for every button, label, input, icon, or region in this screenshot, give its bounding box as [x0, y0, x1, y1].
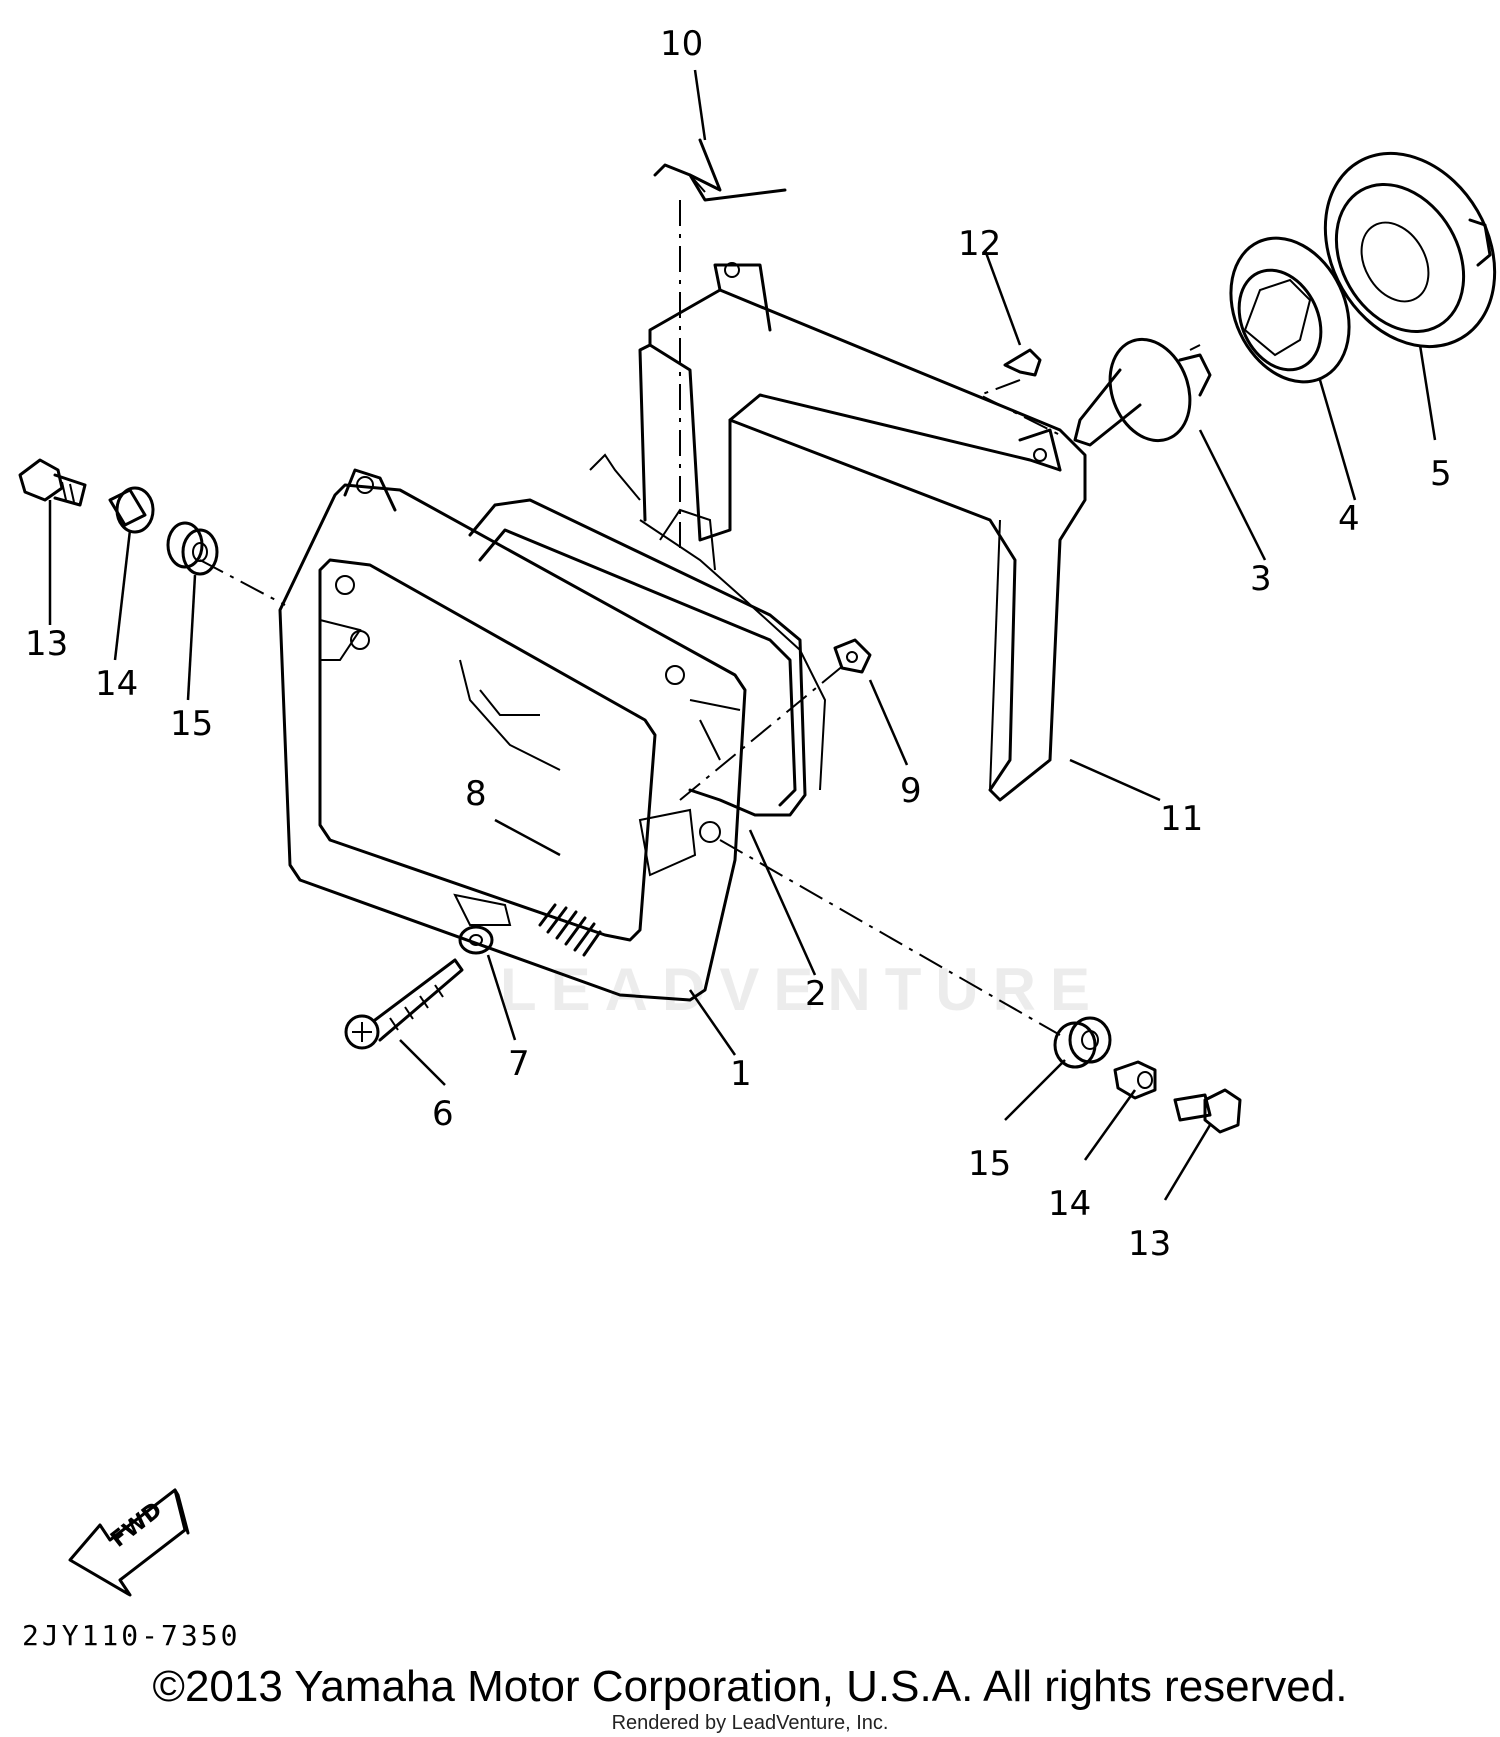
callout-14-right: 14 [1048, 1184, 1091, 1224]
callout-7: 7 [508, 1044, 530, 1084]
callout-3: 3 [1250, 559, 1272, 599]
part-7-washer [458, 925, 494, 955]
callout-9: 9 [900, 771, 922, 811]
assembly-lines [199, 200, 1061, 1036]
callout-5: 5 [1430, 454, 1452, 494]
fwd-arrow-icon: FWD [68, 1488, 190, 1597]
parts-13-14-15-left [18, 458, 219, 576]
part-10-clip [653, 138, 787, 202]
part-1-headlight-rim [278, 468, 747, 1002]
part-8-spring [538, 903, 602, 957]
callout-6: 6 [432, 1094, 454, 1134]
diagram-code: 2JY110-7350 [22, 1619, 240, 1652]
callout-14-left: 14 [95, 664, 138, 704]
fwd-label: FWD [106, 1498, 167, 1553]
leader-lines [48, 69, 1437, 1201]
part-11-housing [638, 262, 1087, 802]
part-4-socket [1229, 236, 1351, 384]
part-2-sealed-beam-unit [459, 453, 827, 843]
watermark-text: LEADVENTURE [500, 956, 1104, 1023]
callout-1: 1 [730, 1054, 752, 1094]
callout-11: 11 [1160, 799, 1203, 839]
part-9-nut [833, 638, 872, 674]
copyright-notice: ©2013 Yamaha Motor Corporation, U.S.A. A… [152, 1662, 1348, 1711]
callout-4: 4 [1338, 499, 1360, 539]
part-6-screw [344, 958, 464, 1050]
callout-10: 10 [660, 24, 703, 64]
parts-13-14-15-right [1053, 1016, 1242, 1134]
callout-15-left: 15 [170, 704, 213, 744]
callout-12: 12 [958, 224, 1001, 264]
part-3-bulb [1073, 337, 1212, 447]
callout-15-right: 15 [968, 1144, 1011, 1184]
callout-2: 2 [805, 974, 827, 1014]
callout-13-right: 13 [1128, 1224, 1171, 1264]
callouts: 10 12 3 4 5 9 11 8 2 1 7 6 13 14 15 15 1… [25, 24, 1452, 1264]
rendered-by-text: Rendered by LeadVenture, Inc. [611, 1712, 889, 1734]
part-5-cover-cap [1323, 151, 1497, 349]
callout-13-left: 13 [25, 624, 68, 664]
part-12-clip [1003, 348, 1042, 377]
callout-8: 8 [465, 774, 487, 814]
